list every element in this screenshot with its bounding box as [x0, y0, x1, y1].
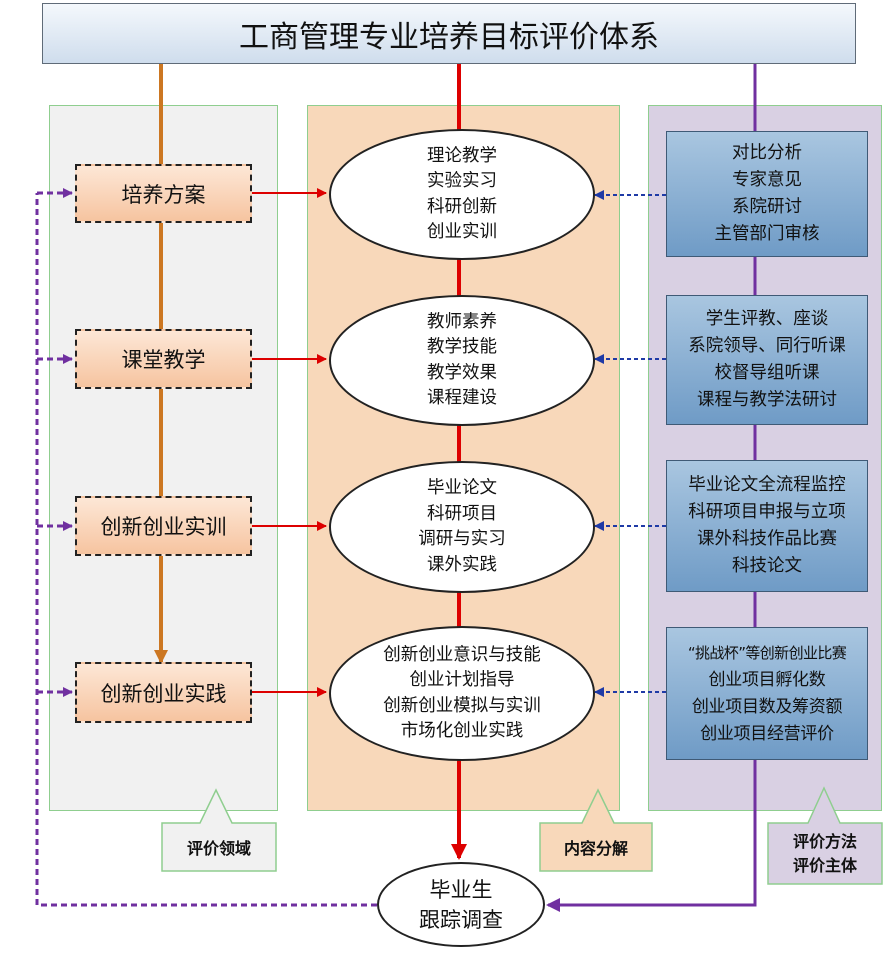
content-ellipse-1: 理论教学 实验实习 科研创新 创业实训	[329, 129, 595, 260]
legend-domain-label: 评价领域	[186, 839, 251, 858]
content-line: 课程建设	[427, 388, 497, 408]
graduate-line: 毕业生	[429, 877, 493, 902]
content-line: 调研与实习	[418, 529, 506, 549]
content-line: 创业计划指导	[409, 670, 515, 690]
content-line: 理论教学	[427, 145, 497, 166]
area-box-1: 培养方案	[75, 164, 252, 223]
method-box-3: 毕业论文全流程监控 科研项目申报与立项 课外科技作品比赛 科技论文	[666, 460, 868, 592]
legend-method-line: 评价方法	[792, 831, 857, 851]
method-line: 课程与教学法研讨	[697, 390, 837, 410]
content-line: 科研项目	[427, 503, 497, 524]
method-line: 科技论文	[732, 556, 802, 576]
content-line: 市场化创业实践	[400, 721, 524, 741]
diagram-title: 工商管理专业培养目标评价体系	[42, 3, 856, 64]
method-line: 课外科技作品比赛	[697, 529, 837, 549]
method-line: 系院领导、同行听课	[688, 336, 846, 356]
method-line: 创业项目孵化数	[708, 669, 826, 690]
method-line: “挑战杯”等创新创业比赛	[687, 643, 847, 662]
feedback-loop-connector	[35, 193, 377, 907]
method-line: 学生评教、座谈	[705, 309, 829, 329]
content-ellipse-2: 教师素养 教学技能 教学效果 课程建设	[329, 295, 595, 426]
method-line: 主管部门审核	[714, 224, 820, 244]
method-line: 校督导组听课	[714, 363, 820, 383]
method-line: 毕业论文全流程监控	[688, 475, 846, 495]
area-box-2: 课堂教学	[75, 329, 252, 389]
method-box-4: “挑战杯”等创新创业比赛 创业项目孵化数 创业项目数及筹资额 创业项目经营评价	[666, 627, 868, 760]
content-line: 毕业论文	[427, 478, 497, 498]
legend-content-callout-shape	[539, 788, 653, 872]
method-line: 科研项目申报与立项	[688, 502, 846, 522]
area-box-4: 创新创业实践	[75, 662, 252, 723]
content-line: 教学效果	[427, 362, 497, 383]
content-ellipse-4: 创新创业意识与技能 创业计划指导 创新创业模拟与实训 市场化创业实践	[329, 626, 595, 761]
method-box-2: 学生评教、座谈 系院领导、同行听课 校督导组听课 课程与教学法研讨	[666, 295, 868, 425]
content-line: 教师素养	[427, 311, 497, 332]
content-line: 实验实习	[427, 171, 497, 191]
method-box-1: 对比分析 专家意见 系院研讨 主管部门审核	[666, 131, 868, 257]
content-ellipse-3: 毕业论文 科研项目 调研与实习 课外实践	[329, 461, 595, 593]
legend-method-callout-shape	[767, 786, 883, 885]
method-line: 对比分析	[732, 143, 802, 163]
area-box-3: 创新创业实训	[75, 496, 252, 556]
method-line: 创业项目数及筹资额	[691, 696, 843, 717]
graduate-line: 跟踪调查	[419, 907, 503, 932]
content-line: 科研创新	[427, 196, 497, 217]
method-line: 系院研讨	[732, 197, 802, 217]
method-line: 专家意见	[732, 170, 802, 190]
graduate-tracking-ellipse: 毕业生 跟踪调查	[377, 862, 545, 947]
method-line: 创业项目经营评价	[700, 723, 834, 744]
content-line: 教学技能	[427, 337, 497, 357]
legend-method-label: 评价方法 评价主体	[768, 823, 882, 884]
legend-method-line: 评价主体	[792, 855, 857, 875]
content-line: 课外实践	[427, 554, 497, 575]
content-line: 创业实训	[427, 222, 497, 242]
legend-content-label: 内容分解	[563, 839, 628, 858]
content-line: 创新创业意识与技能	[383, 644, 541, 665]
content-line: 创新创业模拟与实训	[383, 695, 541, 716]
legend-domain-callout-shape	[161, 788, 277, 872]
